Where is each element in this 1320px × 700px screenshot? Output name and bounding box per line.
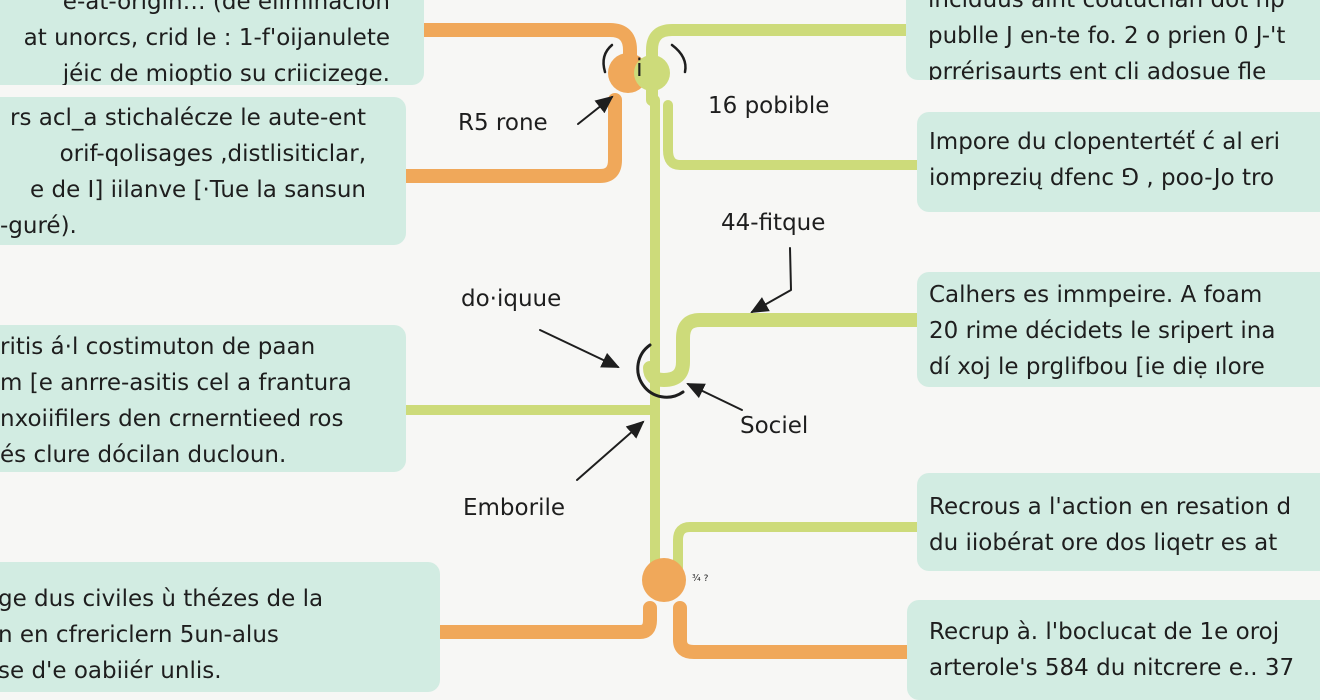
- right-box-3: Calhers es immpeire. A foam 20 rime déci…: [917, 272, 1320, 387]
- right-box-1: inclduus aint coutuchan dot np publle J …: [906, 0, 1320, 80]
- arrow-r5: [577, 95, 614, 125]
- paren-left-icon: [602, 43, 614, 74]
- box-text-line: 20 rime décidets le sripert ina: [929, 318, 1276, 344]
- box-text-line: nxoiifilers den crnerntieed ros: [0, 406, 344, 432]
- box-text-line: jéic de mioptio su criicizege.: [62, 61, 390, 85]
- box-text-line: at unorcs, crid le : 1-f'oijanulete: [23, 25, 390, 51]
- box-text-line: ge dus civiles ù thézes de la: [0, 586, 324, 612]
- arrow-sociel: [686, 383, 743, 411]
- connector-right-5: [673, 601, 917, 659]
- box-text-line: és clure dócilan ducloun.: [0, 442, 287, 468]
- box-text-line: n en cfrericlern 5un-alus: [0, 622, 279, 648]
- right-box-4: Recrous a l'action en resation d du iiob…: [917, 473, 1320, 571]
- left-box-3: ritis á·l costimuton de paan m [e anrre-…: [0, 325, 406, 472]
- left-box-2: rs acl_a stichalécze le aute-ent orif-qo…: [0, 97, 406, 245]
- connector-left-4: [433, 601, 657, 639]
- left-box-4: ge dus civiles ù thézes de la n en cfrer…: [0, 562, 440, 692]
- label-r5-rone: R5 rone: [458, 110, 548, 136]
- connector-right-2: [663, 100, 923, 170]
- label-sociel: Sociel: [740, 413, 809, 439]
- label-emborile: Emborile: [463, 495, 565, 521]
- box-text-line: inclduus aint coutuchan dot np: [928, 0, 1285, 13]
- arrow-doiquue: [539, 329, 620, 368]
- box-text-line: du iiobérat ore dos liqetr es at: [929, 530, 1278, 556]
- box-text-line: Calhers es immpeire. A foam: [929, 282, 1263, 308]
- arrow-fitque: [750, 247, 792, 313]
- box-text-line: e de I] iilanve [·Tue la sansun: [30, 177, 366, 203]
- label-44-fitque: 44-fitque: [721, 210, 826, 236]
- box-text-line: dí xoj le prglifbou [ie diẹ ılore: [929, 354, 1265, 380]
- connector-graph: [398, 23, 925, 659]
- right-box-5: Recrup à. l'boclucat de 1e oroj arterole…: [907, 600, 1320, 700]
- box-text-line: Recrup à. l'boclucat de 1e oroj: [929, 619, 1280, 645]
- label-doiquue: do·iquue: [461, 286, 562, 312]
- ring-icon: [636, 343, 685, 399]
- box-text-line: se d'e oabiiér unlis.: [0, 658, 222, 684]
- connector-right-1: [646, 24, 916, 106]
- connector-right-4: [673, 522, 923, 573]
- top-node-label: i: [636, 54, 643, 82]
- connector-right-3: [643, 313, 925, 387]
- box-text-line: arterole's 584 du nitcrere e.. 37: [929, 655, 1295, 681]
- label-16-pobible: 16 pobible: [708, 93, 830, 119]
- connector-left-2: [398, 93, 622, 183]
- box-text-line: iomprezių dfenc ⅁ , poo-Jo tro: [929, 165, 1275, 191]
- bottom-node-note: ¾ ?: [692, 574, 709, 584]
- box-text-line: ritis á·l costimuton de paan: [0, 334, 316, 360]
- connector-left-1: [413, 23, 637, 72]
- paren-right-icon: [670, 43, 687, 74]
- left-box-1: e-at-origin… (de eliminación at unorcs, …: [0, 0, 424, 85]
- box-text-line: Recrous a l'action en resation d: [929, 494, 1292, 520]
- box-text-line: rs acl_a stichalécze le aute-ent: [10, 105, 366, 131]
- box-text-line: Impore du clopentertéť ć al eri: [929, 129, 1281, 155]
- bottom-node: [642, 558, 686, 602]
- box-text-line: m [e anrre-asitis cel a frantura: [0, 370, 352, 396]
- box-text-line: e-at-origin… (de eliminación: [62, 0, 390, 15]
- box-text-line: prrérisaurts ent cli adosue fle: [928, 59, 1267, 80]
- box-text-line: -guré).: [0, 213, 77, 239]
- arrow-emborile: [576, 420, 645, 481]
- right-box-2: Impore du clopentertéť ć al eri iomprezi…: [917, 112, 1320, 212]
- box-text-line: orif-qolisages ,distlisiticlar,: [59, 141, 366, 167]
- box-text-line: publle J en-te fo. 2 o prien 0 J-'t: [928, 23, 1286, 49]
